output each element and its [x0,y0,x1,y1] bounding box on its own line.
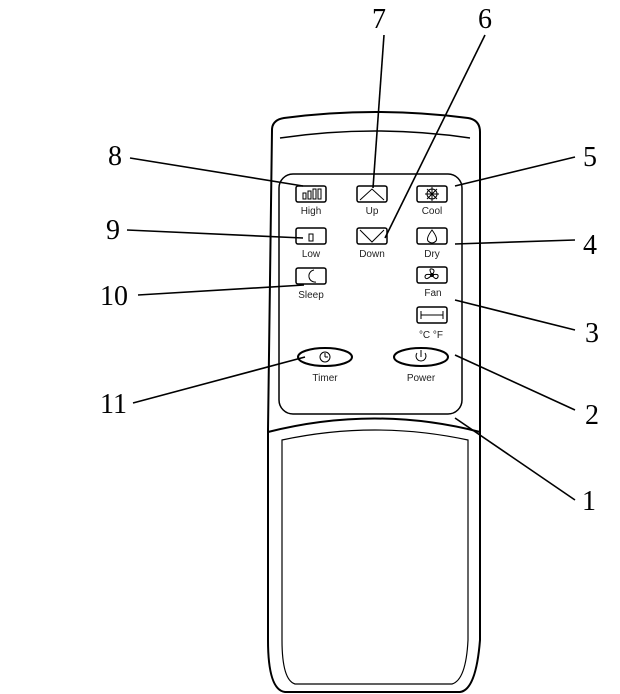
up-label: Up [366,206,379,217]
snowflake-icon [425,187,439,201]
sleep-label: Sleep [298,290,324,301]
callout-7: 7 [372,4,386,35]
callout-10: 10 [100,281,128,312]
power-icon [415,350,427,362]
button-low[interactable]: Low [295,227,327,260]
button-timer[interactable]: Timer [297,347,353,384]
temp-unit-label: °C °F [419,330,443,341]
button-down[interactable]: Down [356,227,388,260]
cool-label: Cool [422,206,443,217]
button-sleep[interactable]: Sleep [295,267,327,301]
leader-lines [126,34,576,501]
fan-label: Fan [424,288,441,299]
fan-speed-low-icon [308,233,314,242]
button-up[interactable]: Up [356,185,388,217]
remote-body [267,111,481,693]
triangle-up-icon [359,188,385,201]
power-label: Power [407,373,436,384]
button-power[interactable]: Power [393,347,449,384]
button-temp-unit[interactable]: °C °F [416,306,448,341]
fan-icon [424,268,439,280]
callout-9: 9 [106,215,120,246]
low-label: Low [302,249,321,260]
button-dry[interactable]: Dry [416,227,448,260]
callout-8: 8 [108,141,122,172]
timer-label: Timer [312,373,338,384]
double-arrow-icon [420,311,444,319]
fan-speed-high-icon [302,188,322,200]
high-label: High [301,206,322,217]
dry-label: Dry [424,249,440,260]
moon-icon [308,269,317,283]
callout-2: 2 [585,400,599,431]
button-cool[interactable]: Cool [416,185,448,217]
callout-4: 4 [583,230,597,261]
button-fan[interactable]: Fan [416,266,448,299]
droplet-icon [427,229,437,244]
clock-icon [319,351,331,363]
button-high[interactable]: High [295,185,327,217]
callout-11: 11 [100,389,127,420]
callout-5: 5 [583,142,597,173]
callout-1: 1 [582,486,596,517]
callout-6: 6 [478,4,492,35]
triangle-down-icon [359,229,385,243]
callout-labels: 1 2 3 4 5 6 7 8 9 10 11 [100,4,599,517]
down-label: Down [359,249,385,260]
callout-3: 3 [585,318,599,349]
